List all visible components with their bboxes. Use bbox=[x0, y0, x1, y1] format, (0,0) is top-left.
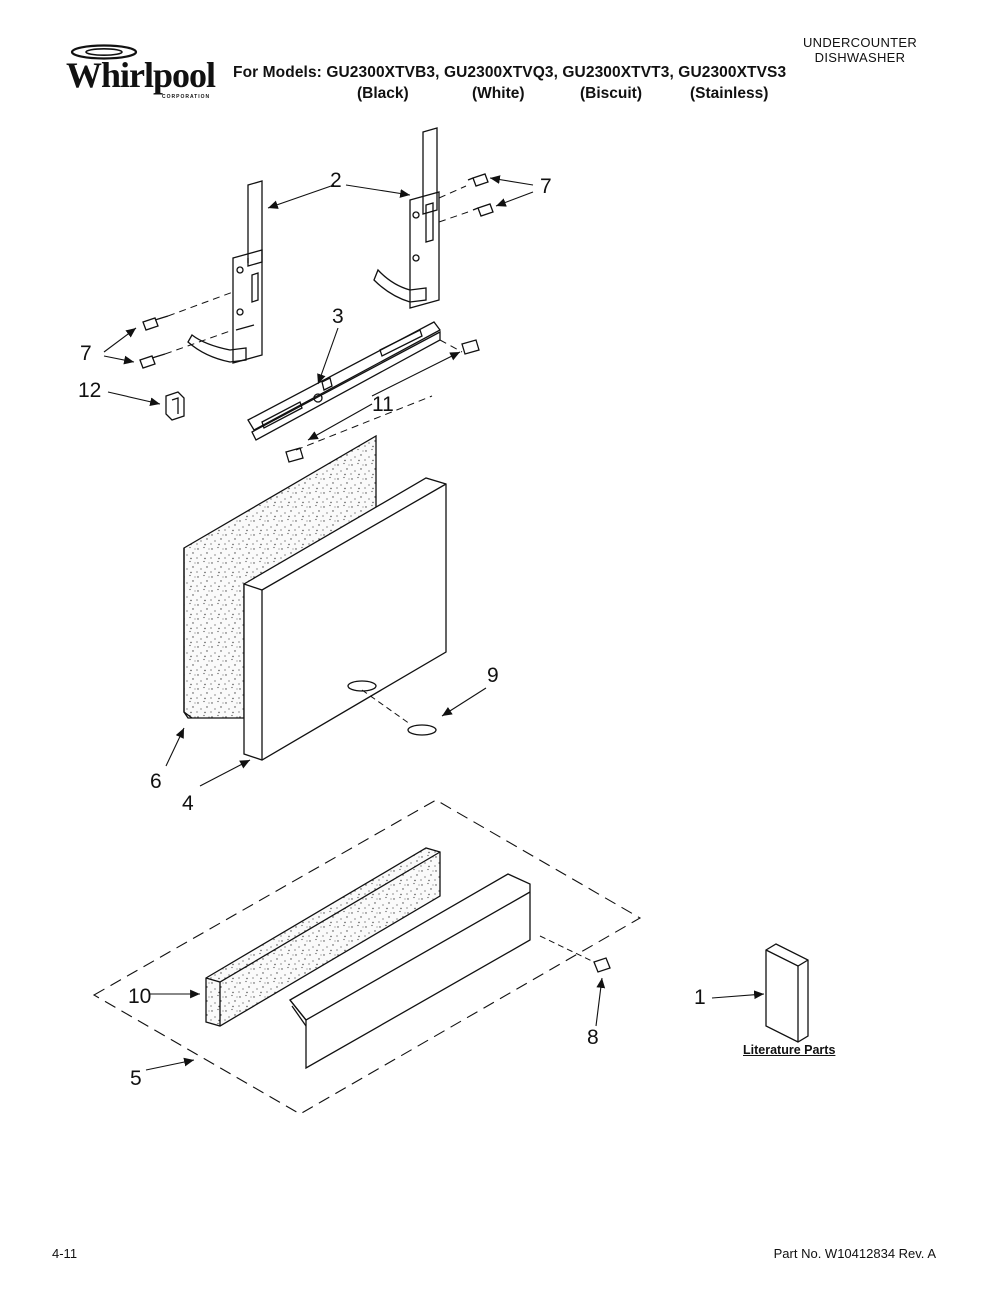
logo-swirl-icon bbox=[70, 44, 138, 60]
callout-10: 10 bbox=[128, 985, 152, 1008]
callout-8: 8 bbox=[587, 1026, 599, 1049]
section-number: 4-11 bbox=[52, 1246, 78, 1261]
leader-arrows bbox=[103, 175, 765, 1071]
nut-8 bbox=[539, 935, 611, 973]
callout-12: 12 bbox=[78, 379, 102, 402]
whirlpool-logo: Whirlpool CORPORATION bbox=[66, 44, 226, 104]
color-biscuit: (Biscuit) bbox=[580, 85, 642, 102]
callout-7-left: 7 bbox=[80, 342, 92, 365]
right-hinge-bracket bbox=[373, 127, 440, 309]
category-line-1: UNDERCOUNTER bbox=[802, 35, 918, 50]
callout-5: 5 bbox=[130, 1067, 142, 1090]
color-black: (Black) bbox=[357, 85, 409, 102]
clip-12 bbox=[165, 391, 185, 421]
door-panel-4 bbox=[243, 477, 447, 761]
color-white: (White) bbox=[472, 85, 525, 102]
callout-9: 9 bbox=[487, 664, 499, 687]
toe-insulation-10 bbox=[205, 847, 441, 1027]
part-number: Part No. W10412834 Rev. A bbox=[773, 1246, 936, 1261]
category-line-2: DISHWASHER bbox=[814, 50, 906, 65]
toe-panel bbox=[289, 873, 531, 1070]
callout-1: 1 bbox=[694, 986, 706, 1009]
kit-boundary-5 bbox=[92, 799, 642, 1115]
callout-3: 3 bbox=[332, 305, 344, 328]
left-hinge-bracket bbox=[187, 180, 263, 364]
callout-11: 11 bbox=[372, 393, 394, 416]
brand-subtitle: CORPORATION bbox=[162, 94, 211, 100]
door-brace-3 bbox=[247, 321, 441, 441]
models-line: For Models: GU2300XTVB3, GU2300XTVQ3, GU… bbox=[233, 64, 787, 81]
screws-11 bbox=[285, 339, 480, 463]
brand-name: Whirlpool bbox=[66, 55, 216, 95]
color-stainless: (Stainless) bbox=[690, 85, 769, 102]
callout-6: 6 bbox=[150, 770, 162, 793]
callout-7-top: 7 bbox=[540, 175, 552, 198]
callout-4: 4 bbox=[182, 792, 194, 815]
screws-7 bbox=[139, 173, 494, 369]
alignment-lines bbox=[164, 185, 469, 451]
literature-book-1 bbox=[765, 943, 809, 1043]
callout-2: 2 bbox=[330, 169, 342, 192]
badge-9 bbox=[361, 689, 437, 736]
literature-parts-label: Literature Parts bbox=[743, 1043, 836, 1057]
